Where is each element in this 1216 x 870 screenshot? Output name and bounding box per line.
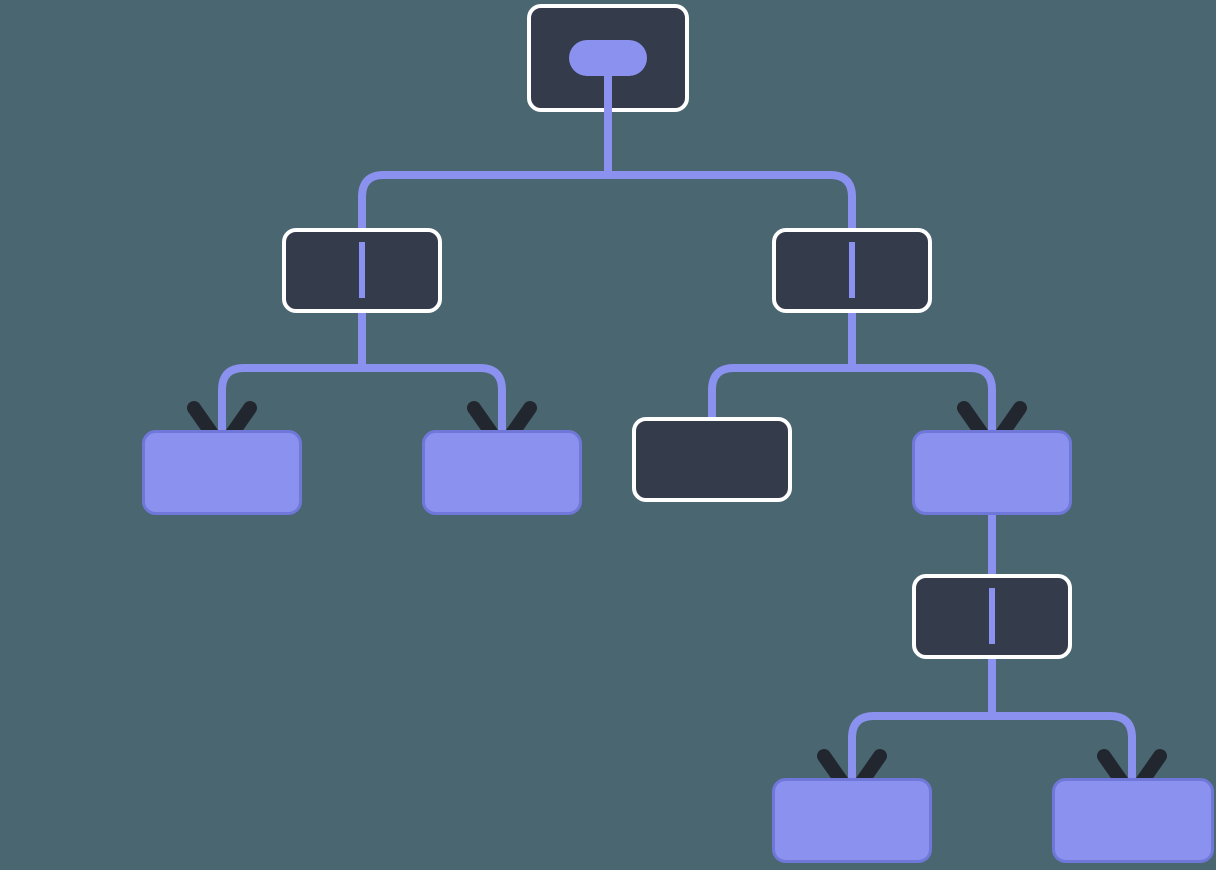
- leaf-node-a[interactable]: [142, 430, 302, 515]
- leaf-node-d[interactable]: [1052, 778, 1214, 863]
- leaf-node-c-body[interactable]: [772, 778, 932, 863]
- edge-level1-right-to-plain-node: [708, 364, 852, 417]
- leaf-node-c[interactable]: [772, 778, 932, 863]
- level2-accent-branch-node[interactable]: [912, 430, 1072, 515]
- root-node[interactable]: [527, 4, 689, 112]
- edge-level1-left-to-leaf-b: [362, 364, 506, 452]
- level2-plain-dark-node-body[interactable]: [632, 417, 792, 502]
- node-layer: [142, 4, 1214, 863]
- edge-root-to-level1-right: [608, 171, 856, 242]
- edge-level3-to-leaf-c: [848, 712, 992, 800]
- leaf-node-d-body[interactable]: [1052, 778, 1214, 863]
- leaf-node-b-body[interactable]: [422, 430, 582, 515]
- level2-plain-dark-node[interactable]: [632, 417, 792, 502]
- level2-accent-branch-node-body[interactable]: [912, 430, 1072, 515]
- leaf-node-b[interactable]: [422, 430, 582, 515]
- level3-dark-line-node[interactable]: [912, 574, 1072, 659]
- edge-level1-left-to-leaf-a: [218, 364, 362, 452]
- level1-right-node[interactable]: [772, 228, 932, 313]
- edge-level1-right-to-accent-branch: [852, 364, 996, 452]
- edge-level3-to-leaf-d: [992, 712, 1136, 800]
- leaf-node-a-body[interactable]: [142, 430, 302, 515]
- edge-root-to-level1-left: [358, 171, 608, 242]
- level1-left-node[interactable]: [282, 228, 442, 313]
